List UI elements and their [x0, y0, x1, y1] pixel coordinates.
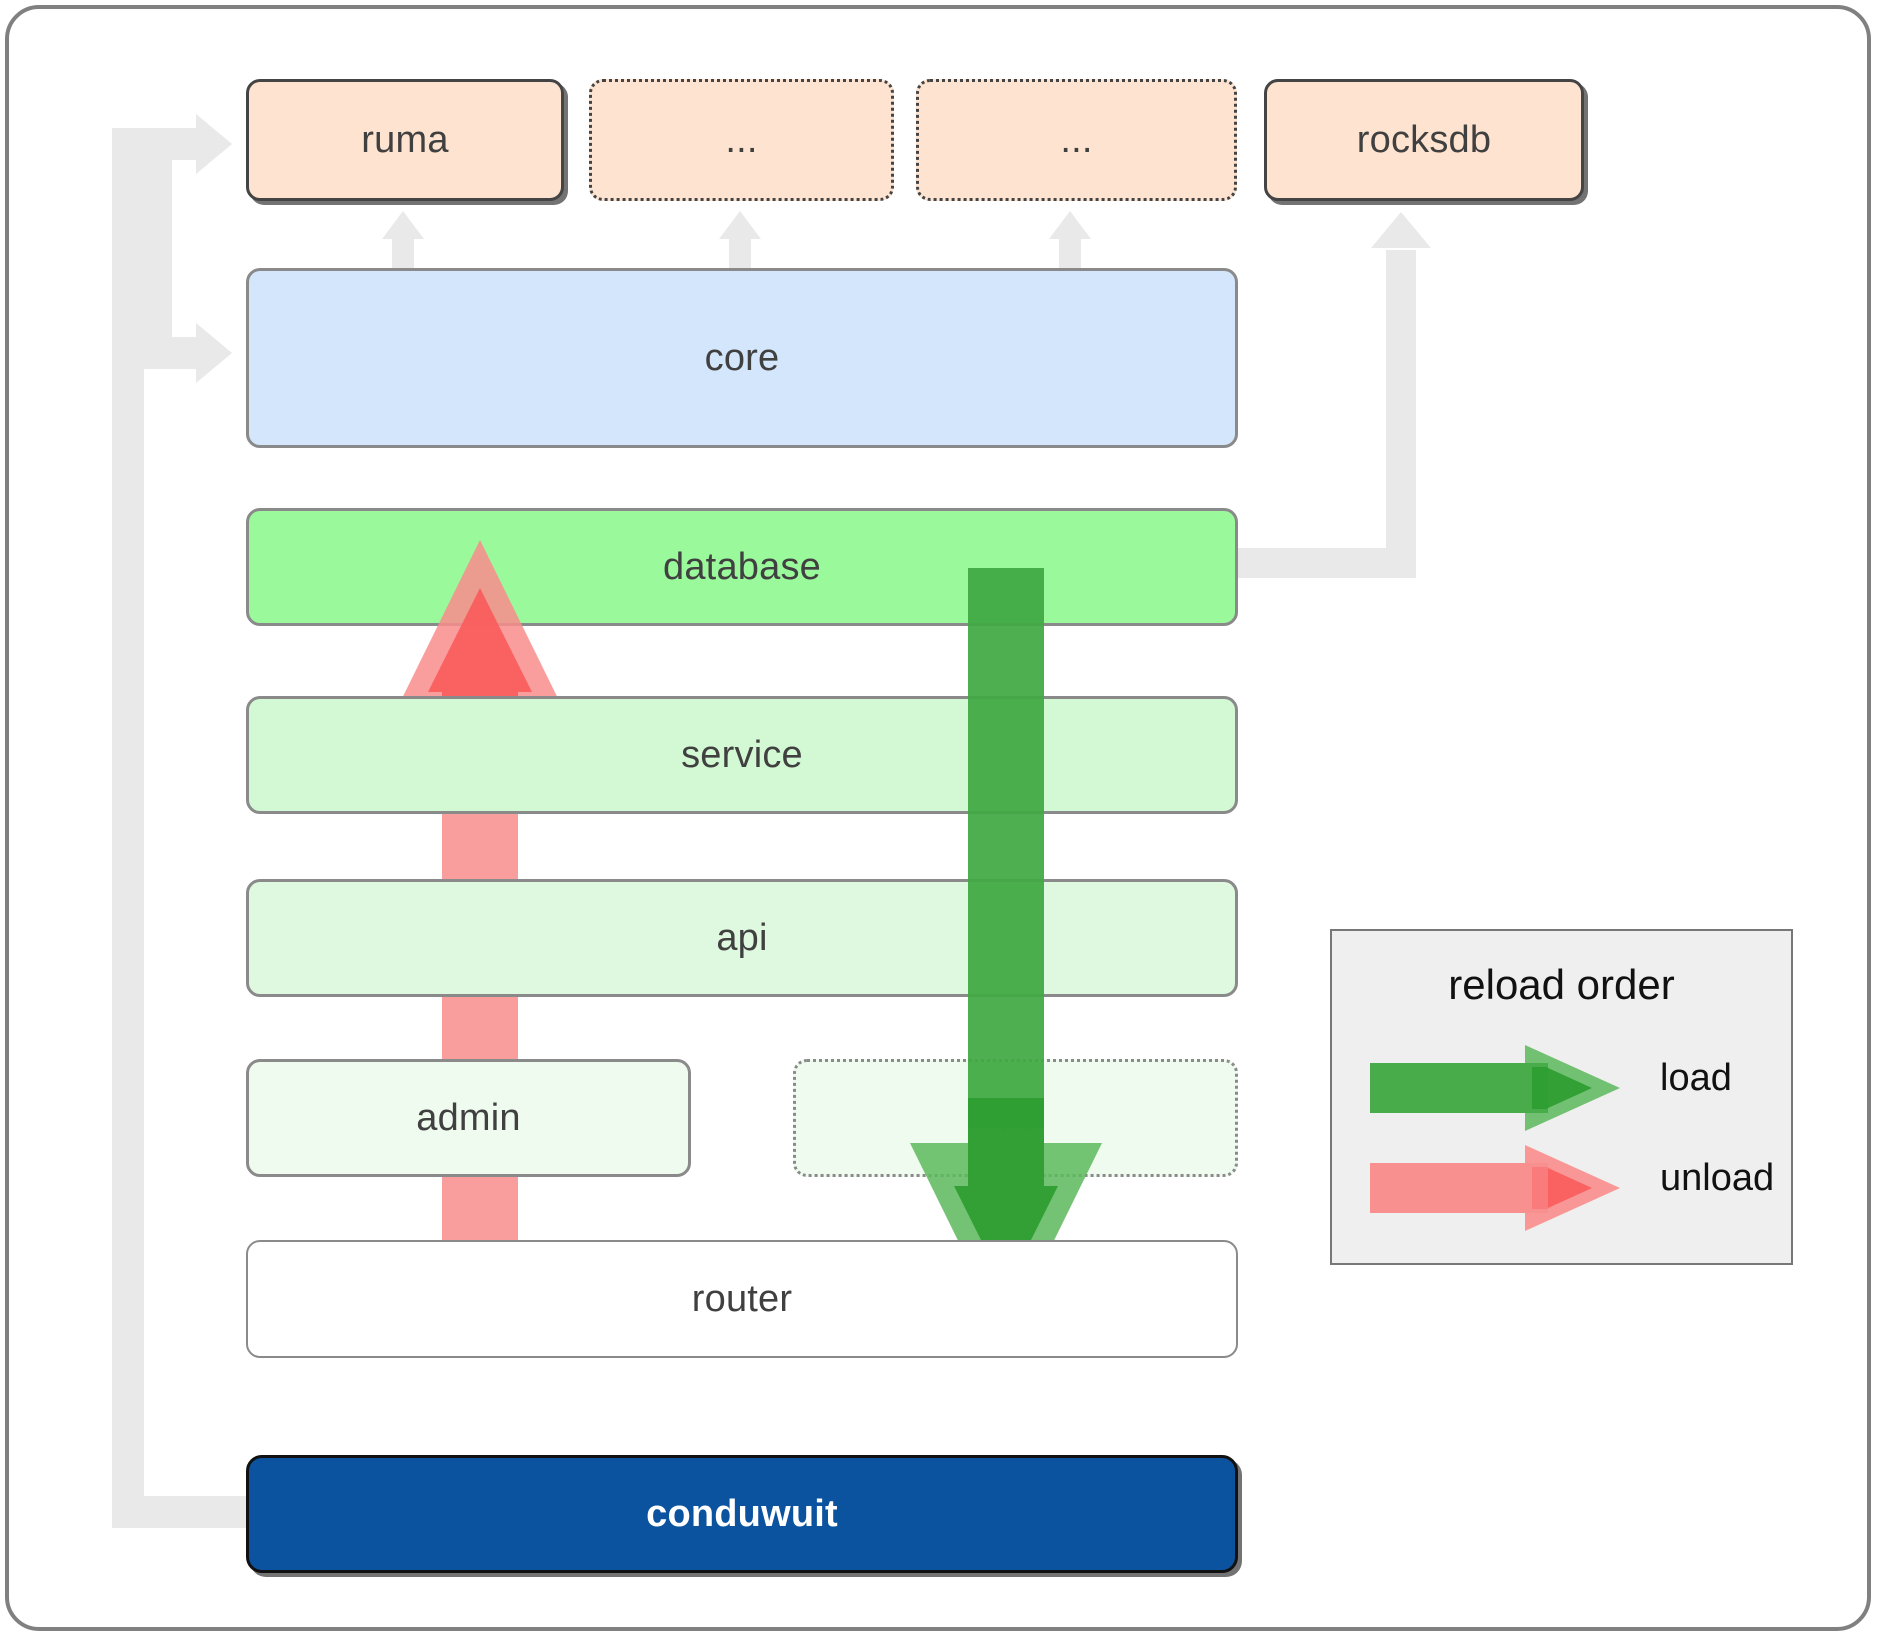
legend-title: reload order [1448, 961, 1675, 1008]
node-router[interactable]: router [246, 1240, 1238, 1358]
node-rocksdb[interactable]: rocksdb [1264, 79, 1584, 201]
node-api-label: api [716, 916, 768, 959]
connector-arrow-to-ruma [196, 114, 232, 174]
node-ellipsis-top-2[interactable]: ... [916, 79, 1237, 201]
connector-core-to-ellipsis1-arrow [719, 211, 761, 239]
node-conduwuit[interactable]: conduwuit [246, 1455, 1238, 1573]
connector-arrow-to-rocksdb [1371, 212, 1431, 248]
legend-unload-arrow-icon [1370, 1145, 1620, 1231]
node-database-label: database [663, 545, 821, 588]
node-admin[interactable]: admin [246, 1059, 691, 1177]
legend-panel: reload order load unload [1330, 929, 1793, 1265]
connector-arrow-to-core [196, 323, 232, 383]
node-database[interactable]: database [246, 508, 1238, 626]
node-ruma[interactable]: ruma [246, 79, 564, 201]
connector-right-horizontal [1230, 548, 1416, 578]
node-service-label: service [681, 733, 803, 776]
connector-left-to-conduwuit [112, 1496, 248, 1528]
legend-label-load: load [1660, 1057, 1732, 1099]
node-conduwuit-label: conduwuit [646, 1492, 838, 1535]
connector-core-to-ellipsis2-stem [1059, 238, 1081, 272]
connector-right-vertical [1386, 250, 1416, 570]
legend-load-arrow-icon [1370, 1045, 1620, 1131]
node-core-label: core [704, 336, 780, 379]
node-router-label: router [691, 1277, 793, 1320]
load-arrow [906, 568, 1106, 1338]
legend-item-unload [1370, 1143, 1620, 1238]
node-ruma-label: ruma [361, 118, 449, 161]
connector-left-trunk [112, 128, 144, 1528]
connector-core-to-ruma-stem [392, 238, 414, 272]
legend-label-unload: unload [1660, 1157, 1775, 1199]
load-arrow-stem-accent [968, 568, 1044, 1128]
connector-core-to-ellipsis2-arrow [1049, 211, 1091, 239]
load-arrow-head-accent [954, 1098, 1058, 1290]
node-admin-label: admin [416, 1096, 521, 1139]
connector-core-to-ellipsis1-stem [729, 238, 751, 272]
node-ellipsis-top-1[interactable]: ... [589, 79, 894, 201]
legend-item-load [1370, 1043, 1620, 1138]
connector-arm-to-ruma [112, 128, 208, 160]
connector-core-to-ruma-arrow [382, 211, 424, 239]
node-api[interactable]: api [246, 879, 1238, 997]
node-ellipsis-top-2-label: ... [1060, 118, 1093, 161]
node-service[interactable]: service [246, 696, 1238, 814]
node-rocksdb-label: rocksdb [1356, 118, 1492, 161]
node-core[interactable]: core [246, 268, 1238, 448]
connector-left-branch-column [144, 148, 172, 348]
node-ellipsis-top-1-label: ... [725, 118, 758, 161]
